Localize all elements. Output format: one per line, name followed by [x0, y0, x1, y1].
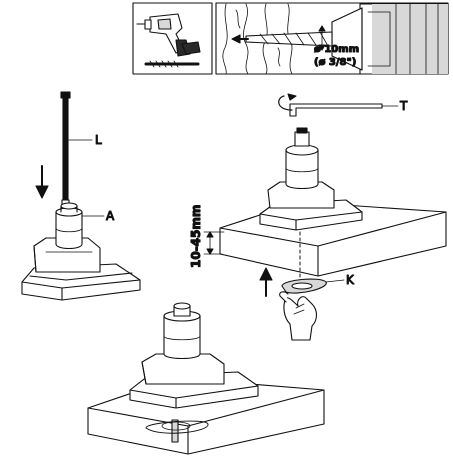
base-assembly-left: L A — [21, 91, 141, 301]
base-assembly-bottom — [87, 302, 325, 455]
thickness-range-label: 10-45mm — [189, 205, 203, 268]
drill-diameter-metric: ø 10mm — [314, 44, 359, 55]
label-l: L — [95, 133, 102, 147]
drill-bit-icon — [144, 60, 200, 68]
drill-panel-left — [132, 2, 213, 75]
drill-bit-closeup — [231, 31, 333, 47]
label-t: T — [399, 99, 408, 113]
arrow-down-icon — [35, 165, 49, 199]
label-k: K — [346, 273, 355, 287]
arrow-up-icon — [259, 267, 273, 297]
base-assembly-right: T 10-45mm K — [188, 93, 447, 341]
power-drill-icon — [136, 13, 201, 57]
drill-panel-right: ø 10mm (ø 3/8") — [215, 2, 449, 75]
drill-chuck — [331, 3, 449, 75]
hex-key-icon — [278, 93, 383, 117]
thickness-dimension: 10-45mm — [188, 204, 225, 269]
label-a: A — [106, 209, 115, 223]
hand-icon — [279, 291, 318, 341]
rod-l — [60, 91, 71, 206]
drill-diameter-imperial: (ø 3/8") — [314, 57, 356, 68]
nut-k — [281, 278, 327, 294]
wood-grain — [222, 3, 293, 75]
